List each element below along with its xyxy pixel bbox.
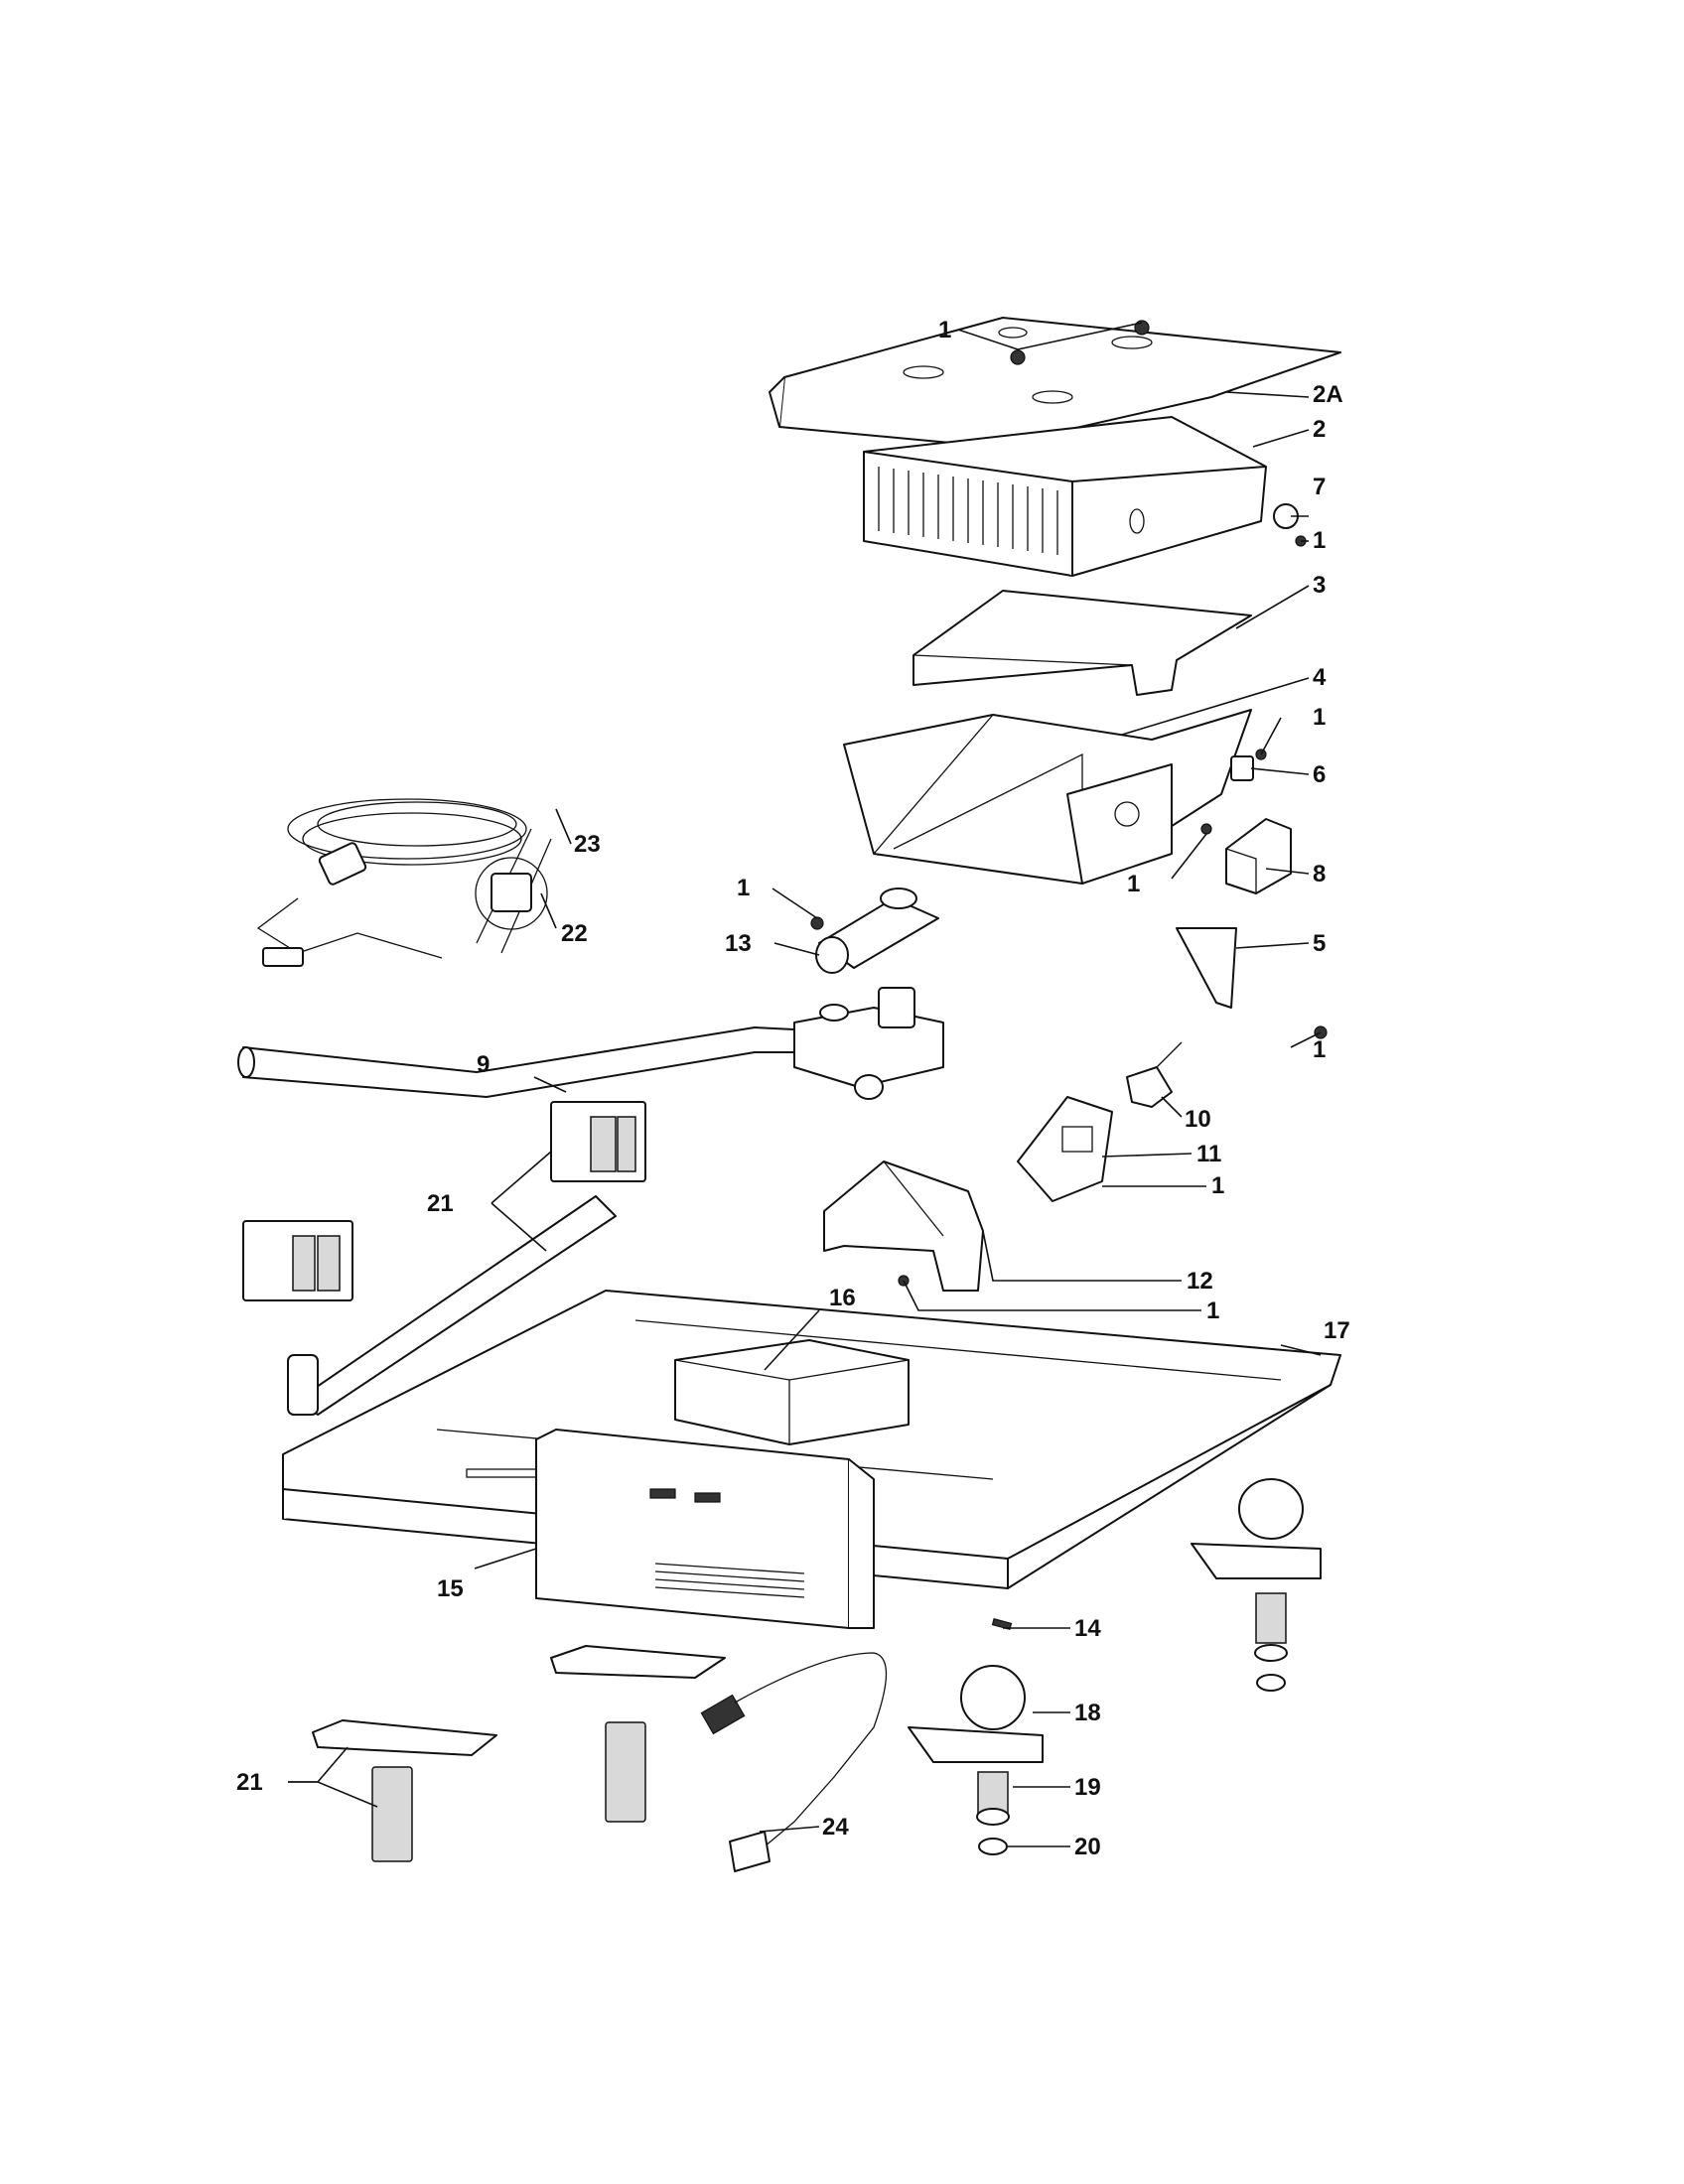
callout-17: 17 <box>1324 1317 1350 1344</box>
callout-1: 1 <box>938 317 951 343</box>
part-9-gas-line <box>237 1026 855 1098</box>
part-21-pad-middle <box>550 1645 726 1823</box>
part-24-wire <box>700 1652 888 1872</box>
callout-18: 18 <box>1074 1700 1101 1726</box>
gas-valve <box>793 987 944 1100</box>
callout-4: 4 <box>1313 664 1327 691</box>
callout-10: 10 <box>1185 1106 1211 1133</box>
callout-23: 23 <box>574 831 601 858</box>
part-18-leg-bracket-right <box>1191 1478 1322 1579</box>
callout-1: 1 <box>737 875 750 901</box>
callout-22: 22 <box>561 920 588 947</box>
callout-2: 2 <box>1313 416 1326 443</box>
part-15-transformer-box <box>535 1429 875 1629</box>
part-2a-top-cover <box>769 317 1341 448</box>
callout-19: 19 <box>1074 1774 1101 1801</box>
callout-1: 1 <box>1127 871 1140 897</box>
callout-9: 9 <box>477 1051 490 1078</box>
callout-7: 7 <box>1313 474 1326 500</box>
part-7-thermal-switch <box>1273 503 1307 547</box>
callout-1: 1 <box>1313 1036 1326 1063</box>
part-3-deflector <box>912 590 1252 696</box>
callout-1: 1 <box>1211 1172 1224 1199</box>
part-20-foot-right <box>1256 1674 1286 1692</box>
part-21-control-box-upper <box>550 1101 646 1182</box>
part-21-control-box-lower <box>242 1220 353 1301</box>
callout-2a: 2A <box>1313 381 1343 408</box>
leader-lines <box>288 322 1322 1847</box>
harness-21 <box>287 1195 617 1416</box>
callout-12: 12 <box>1187 1268 1213 1295</box>
callout-21: 21 <box>427 1190 454 1217</box>
part-22-connector <box>475 857 548 930</box>
part-10-igniter <box>1126 1041 1183 1108</box>
part-18-leg-bracket <box>908 1665 1044 1763</box>
part-6-limit-switch <box>1230 755 1254 781</box>
callout-6: 6 <box>1313 761 1326 788</box>
part-16-cover <box>674 1339 910 1445</box>
callout-16: 16 <box>829 1285 856 1311</box>
callout-1: 1 <box>1313 527 1326 554</box>
callout-13: 13 <box>725 930 752 957</box>
callout-1: 1 <box>1313 704 1326 731</box>
callout-1: 1 <box>1206 1297 1219 1324</box>
part-23-power-cord <box>256 798 552 967</box>
callout-24: 24 <box>822 1814 849 1841</box>
part-21-pad-lower <box>312 1719 497 1862</box>
part-20-foot <box>978 1838 1008 1855</box>
callout-3: 3 <box>1313 572 1326 599</box>
part-19-leveling-screw-right <box>1254 1592 1288 1662</box>
part-12-mount-bracket <box>823 1160 984 1292</box>
callout-21: 21 <box>236 1769 263 1796</box>
part-13-burner <box>815 887 939 974</box>
callout-14: 14 <box>1074 1615 1101 1642</box>
part-5-bracket <box>1176 927 1237 1009</box>
callout-5: 5 <box>1313 930 1326 957</box>
callout-8: 8 <box>1313 861 1326 887</box>
callout-11: 11 <box>1196 1141 1221 1167</box>
part-11-igniter-bracket <box>1017 1096 1113 1202</box>
part-19-leveling-screw <box>976 1771 1010 1826</box>
callout-15: 15 <box>437 1575 464 1602</box>
callout-20: 20 <box>1074 1834 1101 1860</box>
part-4-burner-box <box>843 709 1252 885</box>
part-14-screw <box>991 1618 1013 1630</box>
part-2-vent-housing <box>863 416 1267 577</box>
part-8-ignition-module <box>1225 818 1292 894</box>
callout-labels: 1 2A 2 7 1 3 4 1 6 23 22 1 13 1 8 5 1 9 … <box>236 317 1350 1860</box>
